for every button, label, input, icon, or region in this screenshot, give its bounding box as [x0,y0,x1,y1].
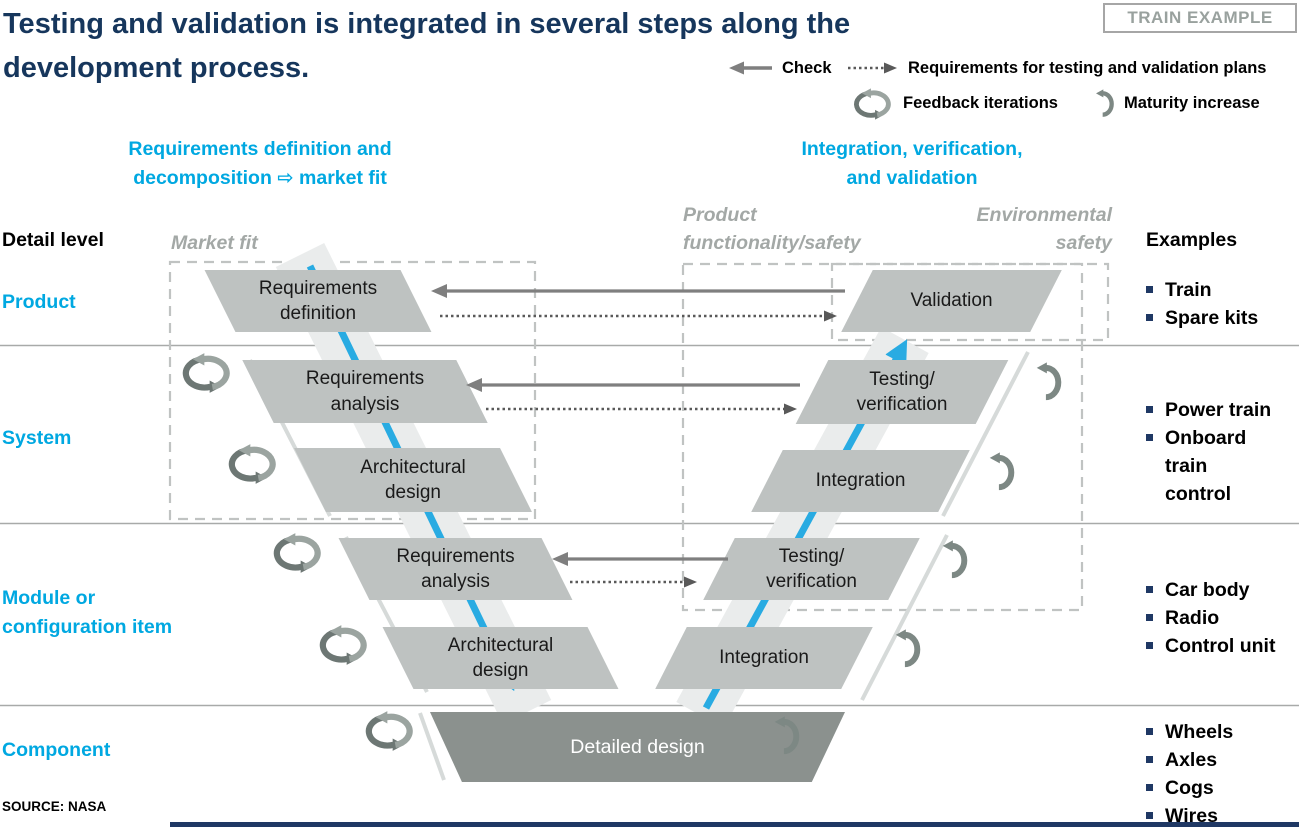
check-arrow-module [552,552,728,566]
plans-arrow-system [486,403,797,415]
detail-level-label: Detail level [2,229,104,251]
environmental-safety-label: Environmental safety [976,204,1112,254]
plans-arrow-product [440,310,837,322]
legend-feedback-label: Feedback iterations [903,94,1058,112]
example-item: Spare kits [1146,304,1278,332]
market-fit-label: Market fit [171,232,258,254]
row-label-module: Module or configuration item [2,587,173,638]
examples-list-component: Wheels Axles Cogs Wires [1146,718,1278,827]
v-box-integration-module: Integration [655,627,873,689]
check-arrow-system [466,378,800,392]
maturity-icon [943,540,965,575]
source-label: SOURCE: NASA [2,799,107,814]
legend-check-label: Check [782,59,832,77]
feedback-icon [323,625,364,665]
maturity-icon [990,452,1012,487]
example-item: Cogs [1146,774,1278,802]
legend-maturity-label: Maturity increase [1124,94,1260,112]
v-box-requirements-analysis-system: Requirements analysis [242,360,488,423]
feedback-icon [856,88,888,119]
example-item: Axles [1146,746,1278,774]
examples-label: Examples [1146,229,1238,251]
row-label-component: Component [2,739,111,761]
example-item: Car body [1146,576,1278,604]
example-item: Wheels [1146,718,1278,746]
left-column-title: Requirements definition and decompositio… [128,138,392,189]
maturity-icon [1096,89,1112,114]
detailed-design-box: Detailed design [430,712,845,782]
example-item: Power train [1146,396,1278,424]
examples-list-product: Train Spare kits [1146,276,1278,332]
legend-req-plans-label: Requirements for testing and validation … [908,59,1267,77]
req-plans-arrow-icon [848,62,897,74]
bottom-bar [170,822,1299,827]
train-example-tag: TRAIN EXAMPLE [1103,3,1297,33]
plans-arrow-module [570,576,697,588]
right-column-title: Integration, verification, and validatio… [801,138,1023,189]
feedback-icon [232,444,273,484]
feedback-icon [369,711,410,751]
product-functionality-label: Product functionality/safety [683,204,861,254]
v-box-integration-system: Integration [751,450,970,512]
row-label-system: System [2,427,72,449]
check-arrow-product [431,284,845,298]
feedback-icon [277,533,318,573]
v-box-requirements-definition: Requirements definition [204,270,432,332]
v-box-architectural-design-module: Architectural design [382,627,619,689]
example-item: Wires [1146,802,1278,827]
example-item: Onboard train control [1146,424,1278,508]
example-item: Train [1146,276,1278,304]
examples-list-system: Power train Onboard train control [1146,396,1278,508]
v-box-validation: Validation [841,270,1062,332]
maturity-icon [896,629,918,664]
example-item: Radio [1146,604,1278,632]
feedback-icon [186,353,227,393]
v-box-architectural-design-system: Architectural design [294,448,532,512]
v-box-testing-verification-module: Testing/ verification [703,538,920,600]
row-label-product: Product [2,291,76,313]
examples-list-module: Car body Radio Control unit [1146,576,1278,660]
maturity-icon [1037,362,1059,397]
v-box-requirements-analysis-module: Requirements analysis [338,538,573,600]
page-title: Testing and validation is integrated in … [3,8,851,84]
example-item: Control unit [1146,632,1278,660]
v-box-testing-verification-system: Testing/ verification [795,360,1009,424]
